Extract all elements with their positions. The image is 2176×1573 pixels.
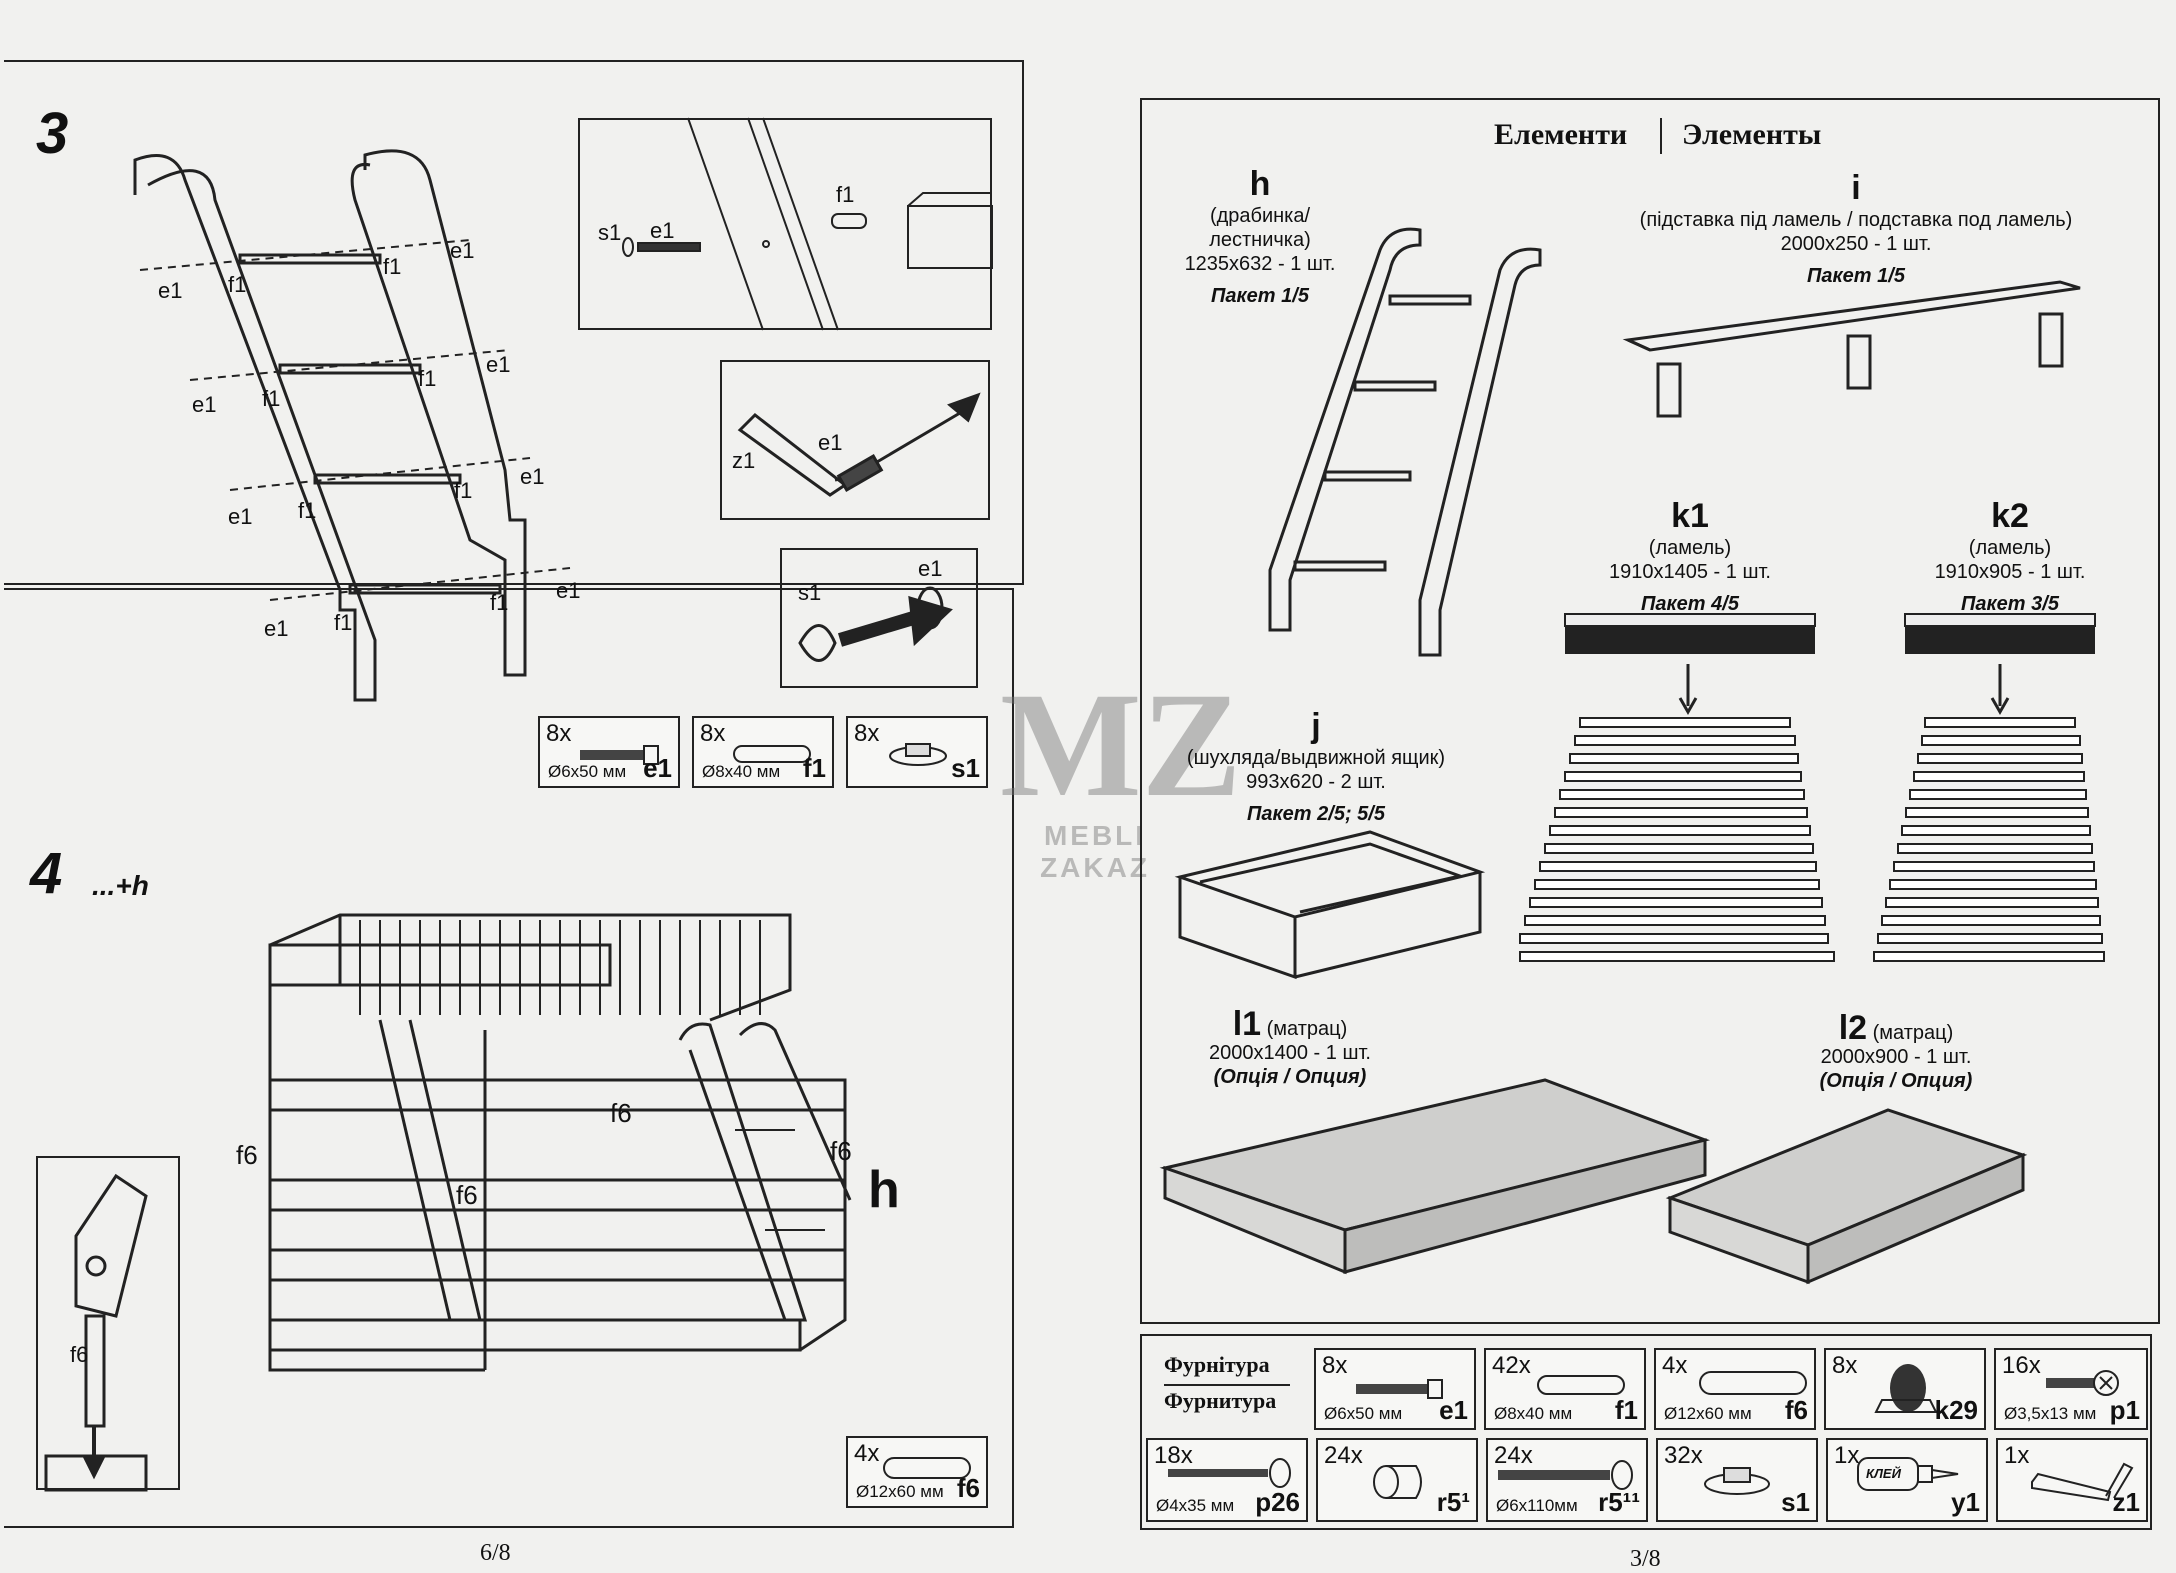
allen-key-icon <box>2031 1462 2134 1502</box>
dowel-icon <box>1537 1375 1625 1395</box>
step4-number: 4 <box>30 841 63 906</box>
title-divider <box>1660 118 1662 154</box>
step4-panel <box>4 588 1014 1528</box>
label-f1: f1 <box>490 590 509 615</box>
wheel-icon <box>1874 1364 1938 1413</box>
dowel-icon <box>733 745 811 763</box>
label-s1: s1 <box>798 580 822 605</box>
hardware-s1: 8x s1 <box>846 716 988 788</box>
label-f1: f1 <box>298 498 317 523</box>
label-e1: e1 <box>158 278 183 303</box>
hardware-f1: 42x Ø8x40 мм f1 <box>1484 1348 1646 1430</box>
elements-panel <box>1140 98 2160 1324</box>
step4-suffix: ...+h <box>92 870 149 901</box>
label-f1: f1 <box>383 254 402 279</box>
screw-icon <box>580 745 659 765</box>
hardware-r5-1: 24x r5¹ <box>1316 1438 1478 1522</box>
label-e1: e1 <box>556 578 581 603</box>
hardware-k29: 8x k29 <box>1824 1348 1986 1430</box>
label-e1: e1 <box>486 352 511 377</box>
detail-cap-box <box>780 548 978 688</box>
hammer-drawing <box>44 1173 148 1492</box>
joint-detail-drawing <box>622 117 993 331</box>
label-e1: e1 <box>650 218 675 243</box>
hardware-r5-11: 24x Ø6x110мм r5¹¹ <box>1486 1438 1648 1522</box>
label-f1: f1 <box>418 366 437 391</box>
step3-number: 3 <box>36 101 69 166</box>
hardware-e1: 8x Ø6x50 мм e1 <box>1314 1348 1476 1430</box>
label-f6: f6 <box>236 1140 258 1170</box>
label-e1: e1 <box>918 556 943 581</box>
item-l1-caption: l1 (матрац) 2000x1400 - 1 шт. (Опція / О… <box>1209 1005 1371 1088</box>
label-h: h <box>868 1161 900 1219</box>
hardware-title-ru: Фурнитура <box>1164 1388 1277 1413</box>
hardware-panel <box>1140 1334 2152 1530</box>
slat-base-k2-drawing <box>1873 613 2105 962</box>
slat-base-k1-drawing <box>1519 613 1835 962</box>
mattress-l2-drawing <box>1665 1108 2028 1285</box>
item-k2-caption: k2 (ламель) 1910x905 - 1 шт. Пакет 3/5 <box>1934 497 2086 615</box>
bunk-bed-drawing <box>268 913 852 1372</box>
barrel-nut-icon <box>1373 1465 1422 1499</box>
cap-icon <box>1704 1467 1770 1495</box>
glue-label: КЛЕЙ <box>1866 1466 1901 1481</box>
allen-key-drawing <box>737 392 981 497</box>
hardware-p26: 18x Ø4x35 мм p26 <box>1146 1438 1308 1522</box>
hardware-title-divider <box>1164 1384 1290 1386</box>
hardware-f1: 8x Ø8x40 мм f1 <box>692 716 834 788</box>
item-i-caption: i (підставка під ламель / подставка под … <box>1639 169 2073 287</box>
label-e1: e1 <box>818 430 843 455</box>
label-f6: f6 <box>610 1098 632 1128</box>
hardware-f6: 4x Ø12x60 мм f6 <box>1654 1348 1816 1430</box>
hardware-y1: 1x КЛЕЙ y1 <box>1826 1438 1988 1522</box>
screw-icon <box>1356 1379 1443 1399</box>
label-s1: s1 <box>598 220 622 245</box>
label-f1: f1 <box>228 272 247 297</box>
hardware-s1: 32x s1 <box>1656 1438 1818 1522</box>
right-page-number: 3/8 <box>1630 1546 1661 1572</box>
dowel-icon <box>1699 1371 1807 1395</box>
item-j-caption: j (шухляда/выдвижной ящик) 993x620 - 2 ш… <box>1186 707 1446 825</box>
drawer-drawing <box>1174 830 1486 980</box>
bolt-icon <box>1498 1460 1633 1490</box>
label-e1: e1 <box>192 392 217 417</box>
label-e1: e1 <box>450 238 475 263</box>
ladder-drawing <box>1268 227 1542 657</box>
mattress-l1-drawing <box>1159 1078 1711 1275</box>
label-f1: f1 <box>454 478 473 503</box>
glue-icon <box>1857 1457 1959 1491</box>
item-k1-caption: k1 (ламель) 1910x1405 - 1 шт. Пакет 4/5 <box>1609 497 1771 615</box>
label-e1: e1 <box>264 616 289 641</box>
detail-allen-key-box <box>720 360 990 520</box>
cap-detail-drawing <box>798 586 953 662</box>
step3-panel <box>4 60 1024 585</box>
item-l2-caption: l2 (матрац) 2000x900 - 1 шт. (Опція / Оп… <box>1819 1009 1973 1092</box>
screw-icon <box>2046 1370 2119 1396</box>
cap-icon <box>889 743 947 766</box>
elements-title-ru: Элементы <box>1682 118 1822 151</box>
item-h-caption: h (драбинка/ лестничка) 1235x632 - 1 шт.… <box>1184 165 1336 307</box>
label-e1: e1 <box>520 464 545 489</box>
label-z1: z1 <box>732 448 756 473</box>
elements-title-ua: Елементи <box>1494 118 1628 151</box>
label-e1: e1 <box>228 504 253 529</box>
ladder-assembly-drawing <box>133 149 571 702</box>
hardware-f6: 4x Ø12x60 мм f6 <box>846 1436 988 1508</box>
hardware-title-ua: Фурнітура <box>1164 1352 1270 1377</box>
dowel-icon <box>883 1457 971 1479</box>
label-f6: f6 <box>456 1180 478 1210</box>
label-f6: f6 <box>70 1342 89 1367</box>
label-f1: f1 <box>334 610 353 635</box>
screw-icon <box>1168 1458 1291 1488</box>
hardware-z1: 1x z1 <box>1996 1438 2148 1522</box>
label-f1: f1 <box>262 386 281 411</box>
label-f1: f1 <box>836 182 855 207</box>
left-page-number: 6/8 <box>480 1540 511 1566</box>
hardware-e1: 8x Ø6x50 мм e1 <box>538 716 680 788</box>
slat-support-drawing <box>1622 280 2081 418</box>
hardware-p1: 16x Ø3,5x13 мм p1 <box>1994 1348 2148 1430</box>
label-f6: f6 <box>830 1136 852 1166</box>
